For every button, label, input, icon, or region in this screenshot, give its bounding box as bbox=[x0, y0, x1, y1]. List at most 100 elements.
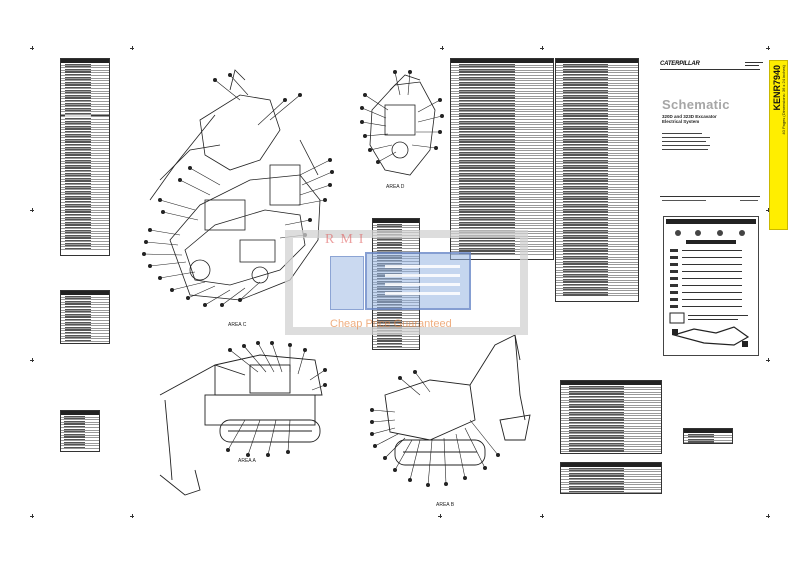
area-a-label: AREA A bbox=[238, 458, 256, 464]
table-row bbox=[373, 311, 419, 314]
harness-table bbox=[60, 290, 110, 344]
connector-table bbox=[60, 410, 100, 452]
table-row bbox=[556, 245, 638, 248]
table-row bbox=[556, 143, 638, 146]
table-row bbox=[61, 159, 109, 162]
table-row bbox=[561, 429, 661, 432]
table-row bbox=[61, 198, 109, 201]
table-row bbox=[451, 185, 553, 188]
table-row bbox=[556, 84, 638, 87]
area-a-callouts bbox=[226, 341, 327, 457]
area-d-callouts bbox=[360, 70, 444, 164]
table-row bbox=[61, 311, 109, 314]
table-row bbox=[61, 203, 109, 206]
table-row bbox=[556, 234, 638, 237]
table-row bbox=[451, 172, 553, 175]
table-row bbox=[556, 255, 638, 258]
table-row bbox=[561, 395, 661, 398]
table-row bbox=[451, 110, 553, 113]
table-row bbox=[556, 242, 638, 245]
crop-mark bbox=[30, 208, 34, 212]
area-b-leaders bbox=[371, 371, 499, 486]
table-row bbox=[61, 441, 99, 444]
table-row bbox=[561, 445, 661, 448]
table-row bbox=[556, 149, 638, 152]
table-row bbox=[61, 151, 109, 154]
table-row bbox=[556, 66, 638, 69]
table-row bbox=[556, 252, 638, 255]
table-row bbox=[561, 483, 661, 486]
table-row bbox=[61, 418, 99, 421]
table-row bbox=[373, 322, 419, 325]
table-row bbox=[451, 195, 553, 198]
table-row bbox=[61, 123, 109, 126]
table-row bbox=[451, 190, 553, 193]
table-row bbox=[561, 439, 661, 443]
table-row bbox=[556, 128, 638, 131]
table-row bbox=[61, 89, 109, 92]
table-row bbox=[451, 224, 553, 227]
table-row bbox=[561, 388, 661, 391]
table-row bbox=[61, 175, 109, 178]
table-row bbox=[451, 203, 553, 206]
table-row bbox=[61, 185, 109, 188]
table-row bbox=[61, 154, 109, 157]
table-row bbox=[451, 149, 553, 152]
crop-mark bbox=[766, 208, 770, 212]
table-row bbox=[61, 81, 109, 84]
table-row bbox=[556, 188, 638, 191]
table-row bbox=[61, 438, 99, 441]
table-row bbox=[451, 167, 553, 170]
table-row bbox=[61, 329, 109, 332]
table-row bbox=[451, 117, 553, 121]
table-row bbox=[451, 182, 553, 185]
table-row bbox=[556, 89, 638, 92]
table-row bbox=[451, 136, 553, 139]
table-row bbox=[561, 447, 661, 450]
table-row bbox=[451, 123, 553, 126]
symbol-table bbox=[560, 380, 662, 454]
crop-mark bbox=[30, 358, 34, 362]
table-row bbox=[61, 247, 109, 250]
watermark-logo-icon bbox=[365, 252, 471, 310]
table-row bbox=[373, 223, 419, 226]
table-row bbox=[61, 94, 109, 97]
table-row bbox=[451, 239, 553, 242]
table-row bbox=[556, 195, 638, 198]
table-row bbox=[556, 159, 638, 162]
table-row bbox=[561, 437, 661, 440]
table-row bbox=[61, 200, 109, 204]
area-b-drawing bbox=[384, 334, 531, 466]
watermark-logo-left bbox=[330, 256, 364, 310]
table-row bbox=[561, 393, 661, 396]
table-row bbox=[556, 281, 638, 284]
table-row bbox=[556, 123, 638, 126]
table-row bbox=[451, 112, 553, 115]
table-row bbox=[561, 475, 661, 478]
table-row bbox=[61, 206, 109, 209]
table-row bbox=[556, 81, 638, 84]
table-row bbox=[451, 252, 553, 255]
table-row bbox=[61, 99, 109, 102]
table-row bbox=[61, 92, 109, 95]
crop-mark bbox=[540, 514, 544, 518]
table-row bbox=[451, 141, 553, 144]
table-row bbox=[556, 63, 638, 66]
table-row bbox=[556, 102, 638, 105]
media-number-bar: KENR7940 40 Pages (Dimensions: 36 x 24 i… bbox=[769, 60, 788, 230]
table-row bbox=[61, 102, 109, 105]
table-row bbox=[451, 94, 553, 97]
table-row bbox=[61, 305, 109, 308]
table-row bbox=[556, 258, 638, 261]
schematic-subtitle: 320D and 323D Excavator Electrical Syste… bbox=[662, 114, 717, 124]
footer-text bbox=[662, 200, 706, 201]
table-row bbox=[556, 291, 638, 294]
table-row bbox=[373, 239, 419, 242]
table-header bbox=[684, 429, 732, 433]
table-row bbox=[451, 226, 553, 229]
table-row bbox=[61, 188, 109, 191]
table-row bbox=[556, 229, 638, 232]
table-row bbox=[556, 250, 638, 253]
crop-mark bbox=[766, 358, 770, 362]
watermark-logo-lines bbox=[385, 265, 460, 301]
